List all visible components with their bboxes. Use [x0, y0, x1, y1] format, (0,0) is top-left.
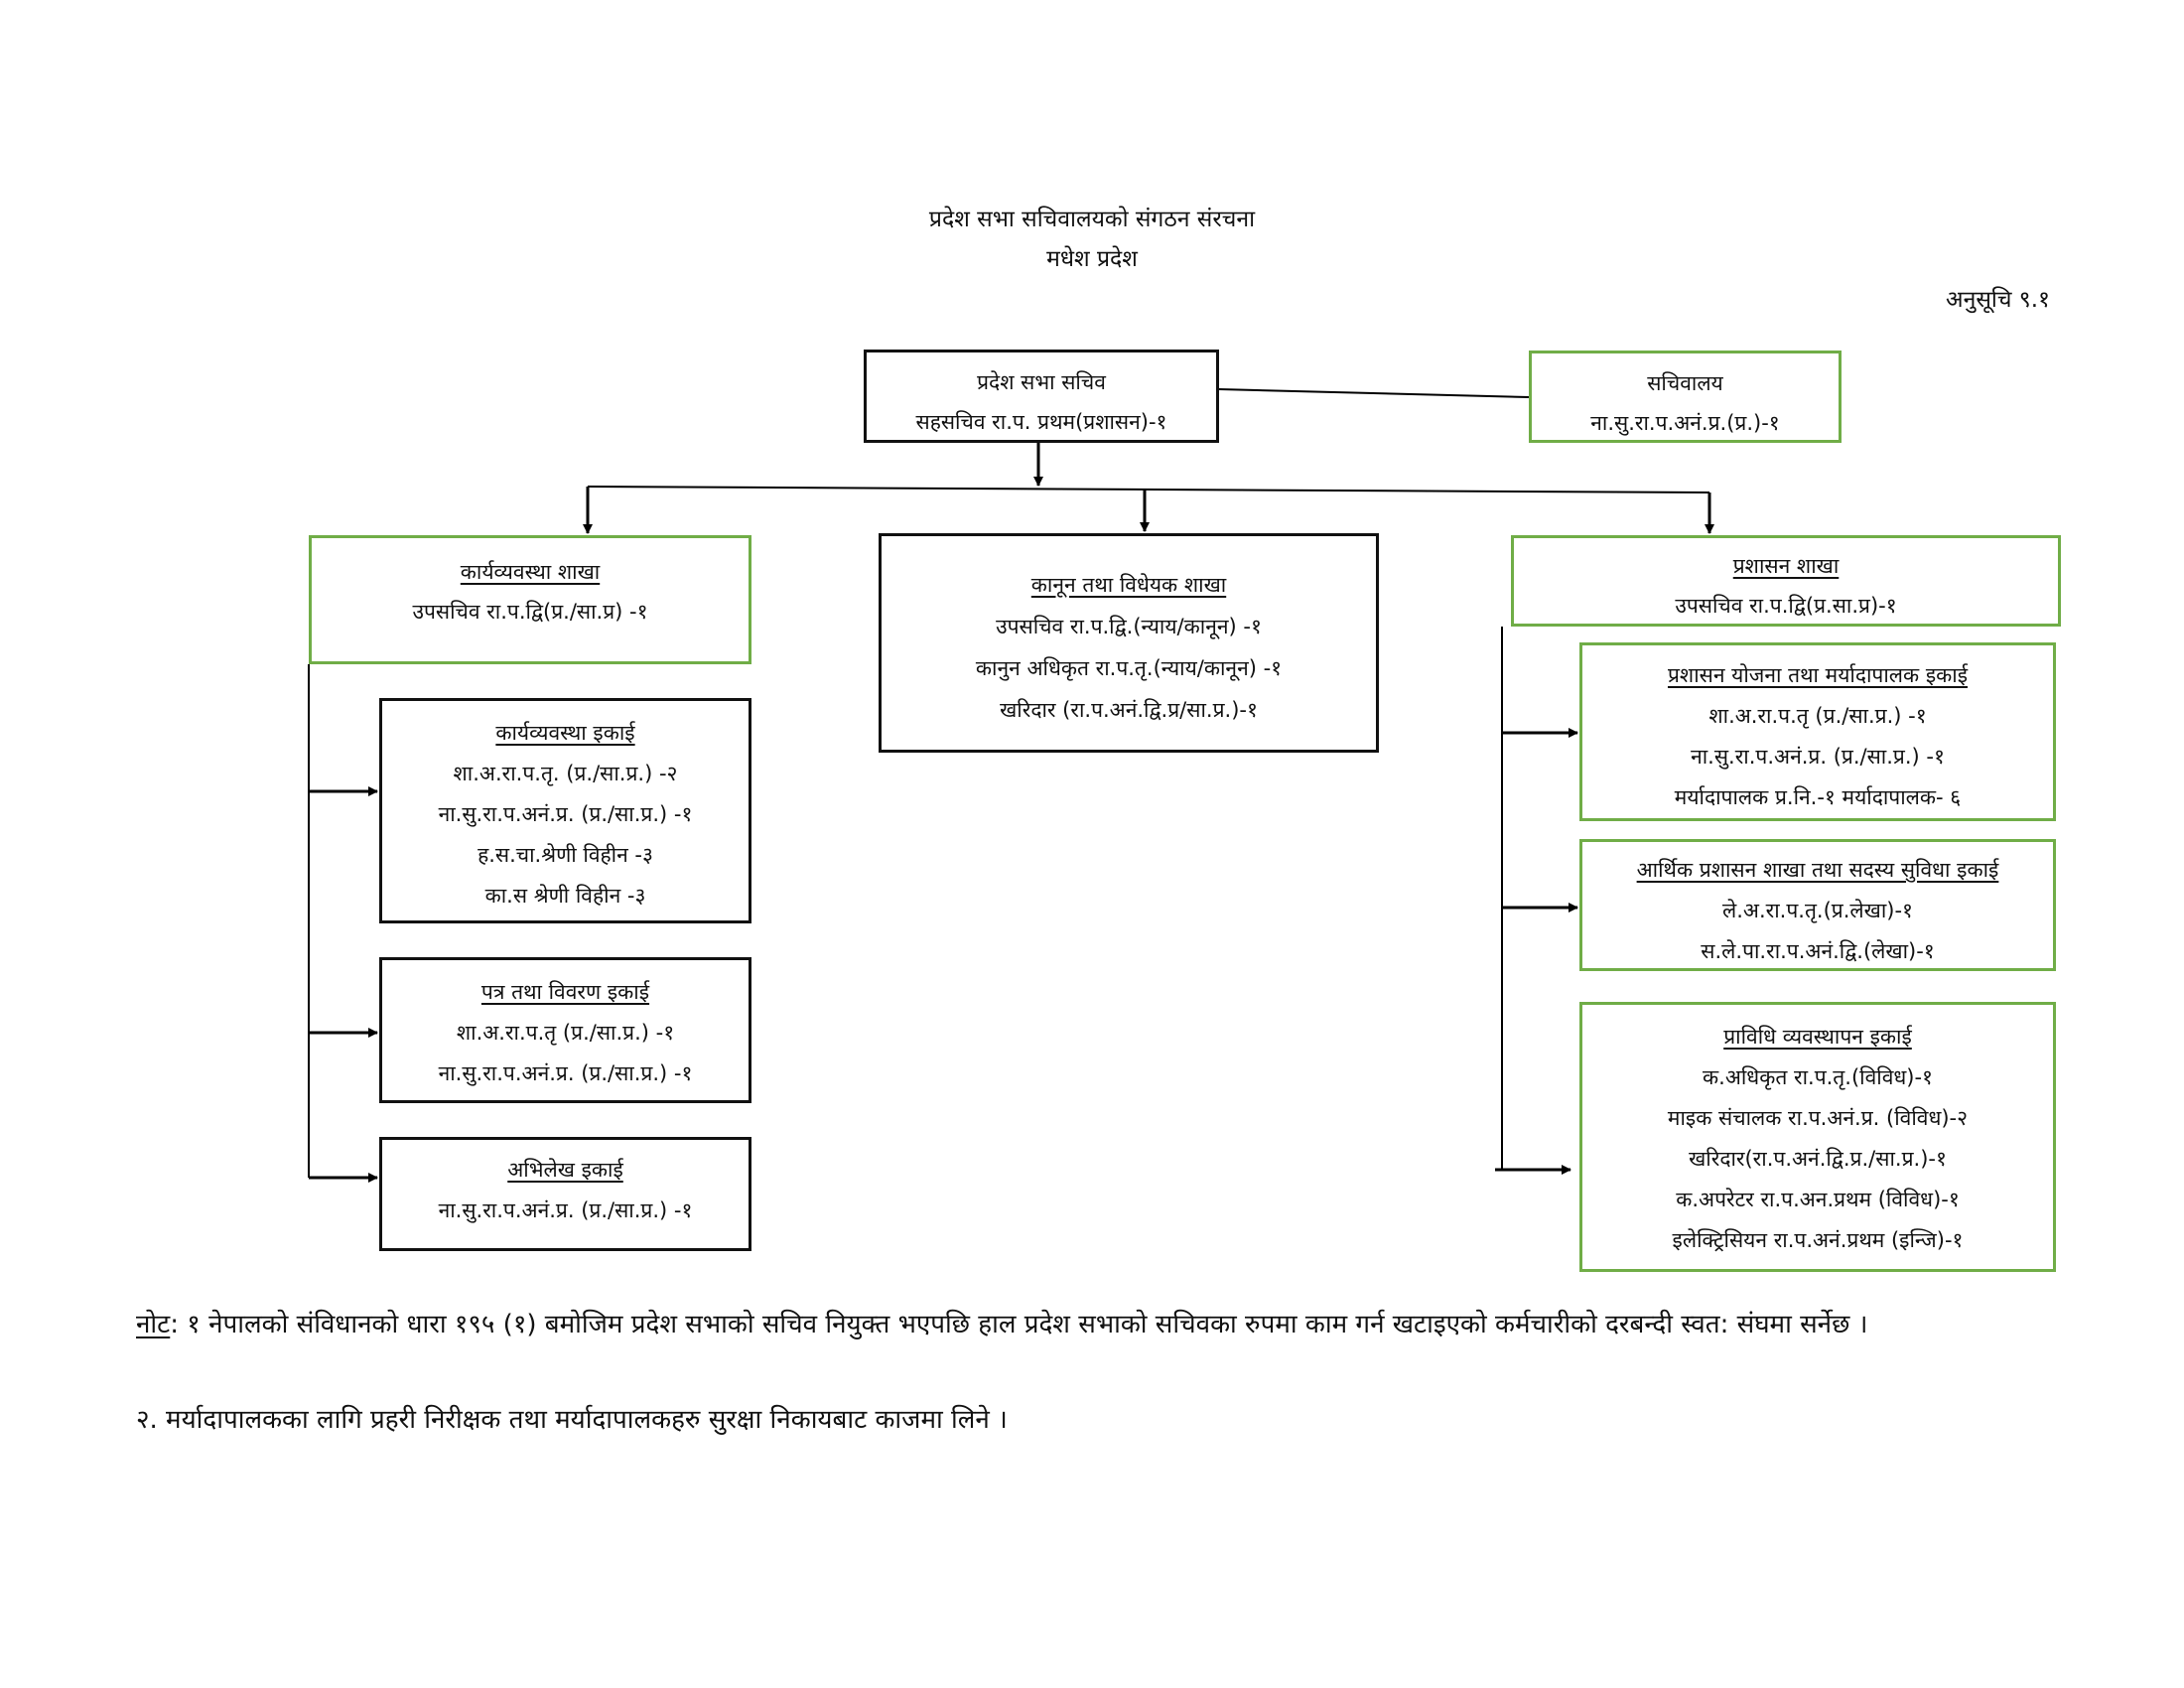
org-box-line: ना.सु.रा.प.अनं.प्र. (प्र./सा.प्र.) -१ — [1691, 745, 1945, 769]
org-box-line: मर्यादापालक प्र.नि.-१ मर्यादापालक- ६ — [1674, 785, 1962, 809]
org-box-line: माइक संचालक रा.प.अनं.प्र. (विविध)-२ — [1667, 1106, 1969, 1130]
note-2-text: २. मर्यादापालकका लागि प्रहरी निरीक्षक तथ… — [136, 1405, 1008, 1435]
org-box-unit-technical: प्राविधि व्यवस्थापन इकाई क.अधिकृत रा.प.त… — [1579, 1002, 2056, 1272]
org-box-title: प्रशासन शाखा — [1732, 554, 1840, 578]
org-box-line: ना.सु.रा.प.अनं.प्र. (प्र./सा.प्र.) -१ — [438, 1061, 693, 1085]
org-box-line: शा.अ.रा.प.तृ (प्र./सा.प्र.) -१ — [456, 1021, 675, 1045]
org-box-line: ना.सु.रा.प.अनं.प्र. (प्र./सा.प्र.) -१ — [438, 802, 693, 826]
org-box-line: कानुन अधिकृत रा.प.तृ.(न्याय/कानून) -१ — [975, 656, 1283, 680]
org-box-unit-records: अभिलेख इकाई ना.सु.रा.प.अनं.प्र. (प्र./सा… — [379, 1137, 751, 1251]
org-box-title: कार्यव्यवस्था इकाई — [495, 721, 635, 745]
org-box-unit-business: कार्यव्यवस्था इकाई शा.अ.रा.प.तृ. (प्र./स… — [379, 698, 751, 923]
org-box-secretary: प्रदेश सभा सचिव सहसचिव रा.प. प्रथम(प्रशा… — [864, 350, 1219, 443]
org-box-branch-business: कार्यव्यवस्था शाखा उपसचिव रा.प.द्वि(प्र.… — [309, 535, 751, 664]
org-box-unit-finance: आर्थिक प्रशासन शाखा तथा सदस्य सुविधा इका… — [1579, 839, 2056, 971]
org-box-line: खरिदार(रा.प.अनं.द्वि.प्र./सा.प्र.)-१ — [1689, 1147, 1947, 1171]
org-box-line: उपसचिव रा.प.द्वि(प्र./सा.प्र) -१ — [412, 600, 648, 624]
org-box-title: आर्थिक प्रशासन शाखा तथा सदस्य सुविधा इका… — [1636, 858, 1999, 882]
org-box-line: ले.अ.रा.प.तृ.(प्र.लेखा)-१ — [1722, 899, 1913, 922]
connector-distribution-bar — [587, 486, 1710, 493]
org-box-unit-admin-planning: प्रशासन योजना तथा मर्यादापालक इकाई शा.अ.… — [1579, 642, 2056, 821]
org-box-unit-letters: पत्र तथा विवरण इकाई शा.अ.रा.प.तृ (प्र./स… — [379, 957, 751, 1103]
org-box-branch-admin: प्रशासन शाखा उपसचिव रा.प.द्वि(प्र.सा.प्र… — [1511, 535, 2061, 627]
org-box-secretariat: सचिवालय ना.सु.रा.प.अनं.प्र.(प्र.)-१ — [1529, 351, 1842, 443]
org-box-title: कानून तथा विधेयक शाखा — [1030, 573, 1227, 597]
annex-label: अनुसूचि ९.१ — [1946, 287, 2050, 313]
note-1-text: : १ नेपालको संविधानको धारा १९५ (१) बमोजि… — [170, 1310, 1868, 1339]
org-box-line: का.स श्रेणी विहीन -३ — [484, 884, 646, 908]
org-box-line: उपसचिव रा.प.द्वि(प्र.सा.प्र)-१ — [1675, 594, 1897, 618]
org-box-line: क.अपरेटर रा.प.अन.प्रथम (विविध)-१ — [1676, 1188, 1960, 1211]
org-box-line: क.अधिकृत रा.प.तृ.(विविध)-१ — [1703, 1065, 1933, 1089]
org-box-title: प्राविधि व्यवस्थापन इकाई — [1723, 1025, 1912, 1049]
org-box-title: प्रदेश सभा सचिव — [977, 370, 1106, 394]
chart-subtitle: मधेश प्रदेश — [1046, 246, 1138, 272]
org-box-line: ह.स.चा.श्रेणी विहीन -३ — [478, 843, 653, 867]
org-box-title: प्रशासन योजना तथा मर्यादापालक इकाई — [1667, 663, 1969, 687]
org-box-line: ना.सु.रा.प.अनं.प्र.(प्र.)-१ — [1590, 411, 1780, 435]
org-box-title: कार्यव्यवस्था शाखा — [460, 560, 601, 584]
chart-title: प्रदेश सभा सचिवालयको संगठन संरचना — [928, 207, 1256, 232]
org-box-line: सहसचिव रा.प. प्रथम(प्रशासन)-१ — [915, 410, 1167, 434]
connector-top-secretariat — [1218, 388, 1530, 398]
org-box-line: खरिदार (रा.प.अनं.द्वि.प्र/सा.प्र.)-१ — [1000, 698, 1258, 722]
org-box-line: शा.अ.रा.प.तृ. (प्र./सा.प्र.) -२ — [453, 762, 678, 785]
org-box-title: पत्र तथा विवरण इकाई — [480, 980, 650, 1004]
org-box-line: उपसचिव रा.प.द्वि.(न्याय/कानून) -१ — [996, 615, 1262, 638]
org-box-branch-law: कानून तथा विधेयक शाखा उपसचिव रा.प.द्वि.(… — [879, 533, 1379, 753]
org-box-title: सचिवालय — [1647, 371, 1723, 395]
note-1: नोट: १ नेपालको संविधानको धारा १९५ (१) बम… — [136, 1303, 2054, 1346]
org-box-title: अभिलेख इकाई — [507, 1158, 623, 1182]
org-box-line: इलेक्ट्रिसियन रा.प.अनं.प्रथम (इन्जि)-१ — [1672, 1228, 1964, 1252]
note-label: नोट — [136, 1310, 171, 1339]
note-2: २. मर्यादापालकका लागि प्रहरी निरीक्षक तथ… — [136, 1398, 2054, 1442]
org-box-line: स.ले.पा.रा.प.अनं.द्वि.(लेखा)-१ — [1701, 939, 1935, 963]
org-box-line: शा.अ.रा.प.तृ (प्र./सा.प्र.) -१ — [1708, 704, 1927, 728]
org-box-line: ना.सु.रा.प.अनं.प्र. (प्र./सा.प्र.) -१ — [438, 1198, 693, 1222]
